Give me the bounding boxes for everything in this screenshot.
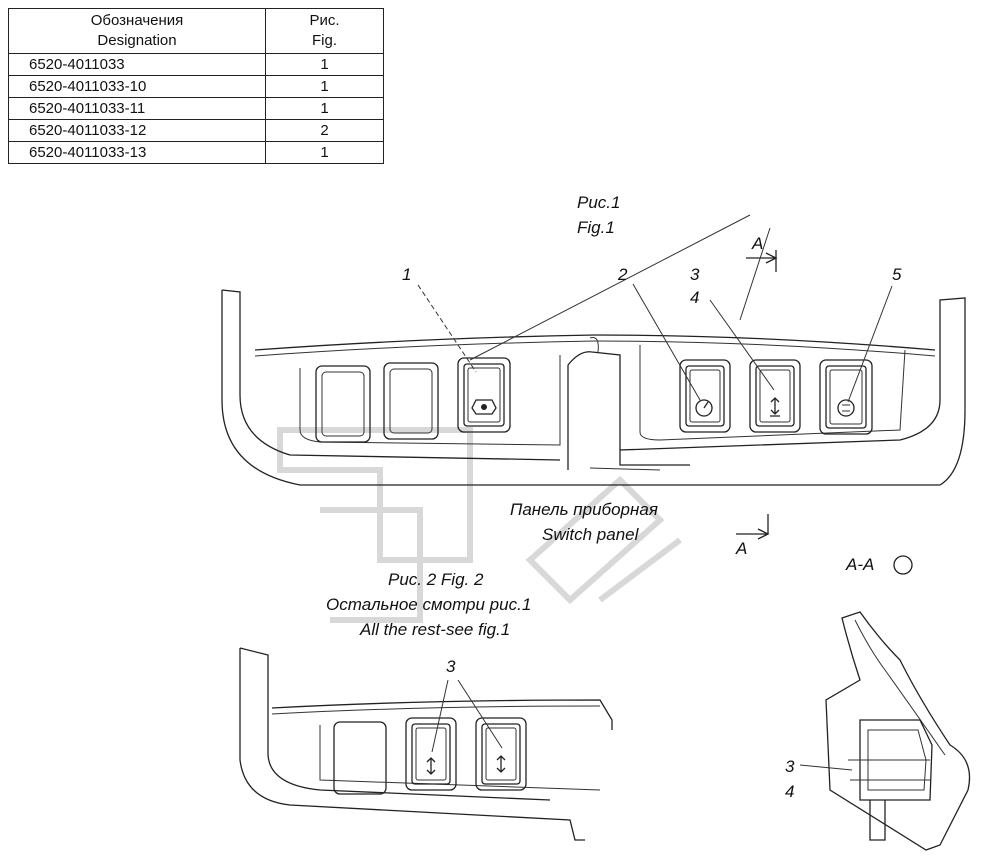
fig2-title: Рис. 2 Fig. 2 [388, 570, 484, 589]
section-callout-4: 4 [785, 782, 795, 801]
table-row: 6520-4011033-13 1 [8, 141, 384, 164]
header-designation: Обозначения Designation [8, 8, 266, 54]
lift-axle-icon [496, 755, 506, 773]
callout-5: 5 [892, 265, 902, 284]
speedometer-icon [695, 399, 713, 417]
table-row: 6520-4011033 1 [8, 53, 384, 76]
watermark [277, 427, 682, 623]
section-mark-bottom: A [736, 539, 748, 558]
header-fig-ru: Рис. [309, 12, 340, 29]
lift-axle-icon [770, 397, 780, 417]
table-header-row: Обозначения Designation Рис. Fig. [8, 8, 384, 54]
blank-switch [383, 362, 439, 440]
section-mark-top: A [752, 234, 764, 253]
cruise-control-icon [837, 399, 855, 417]
fig1-title-ru: Рис.1 [577, 193, 621, 212]
fig2-panel [239, 647, 613, 841]
header-designation-en: Designation [97, 32, 177, 49]
cell-fig: 1 [265, 141, 384, 164]
cell-designation: 6520-4011033-13 [8, 141, 266, 164]
fig1-panel [221, 214, 966, 540]
callout-3: 3 [690, 265, 700, 284]
table-row: 6520-4011033-11 1 [8, 97, 384, 120]
header-designation-ru: Обозначения [90, 12, 184, 29]
switch-3 [475, 717, 527, 791]
section-view [799, 555, 971, 851]
switch-1 [457, 357, 511, 433]
engine-icon [471, 399, 497, 415]
section-title: A-A [846, 555, 875, 574]
designation-table: Обозначения Designation Рис. Fig. 6520-4… [8, 8, 384, 164]
switch-5 [819, 359, 873, 435]
callout-2: 2 [618, 265, 628, 284]
blank-switch [315, 365, 371, 443]
lift-axle-icon [426, 757, 436, 775]
fig2-note-en: All the rest-see fig.1 [360, 620, 511, 639]
header-fig: Рис. Fig. [265, 8, 384, 54]
switch-2 [679, 359, 731, 433]
callout-4: 4 [690, 288, 700, 307]
blank-switch [333, 721, 387, 795]
section-callout-3: 3 [785, 757, 795, 776]
panel-label-en: Switch panel [542, 525, 639, 544]
panel-label-ru: Панель приборная [510, 500, 658, 519]
callout-1: 1 [402, 265, 412, 284]
switch-3-4 [749, 359, 801, 433]
switch-3 [405, 717, 457, 791]
header-fig-en: Fig. [311, 32, 337, 49]
fig1-title-en: Fig.1 [577, 218, 615, 237]
circle-marker [893, 555, 913, 575]
fig2-note-ru: Остальное смотри рис.1 [326, 595, 532, 614]
fig2-callout-3: 3 [446, 657, 456, 676]
